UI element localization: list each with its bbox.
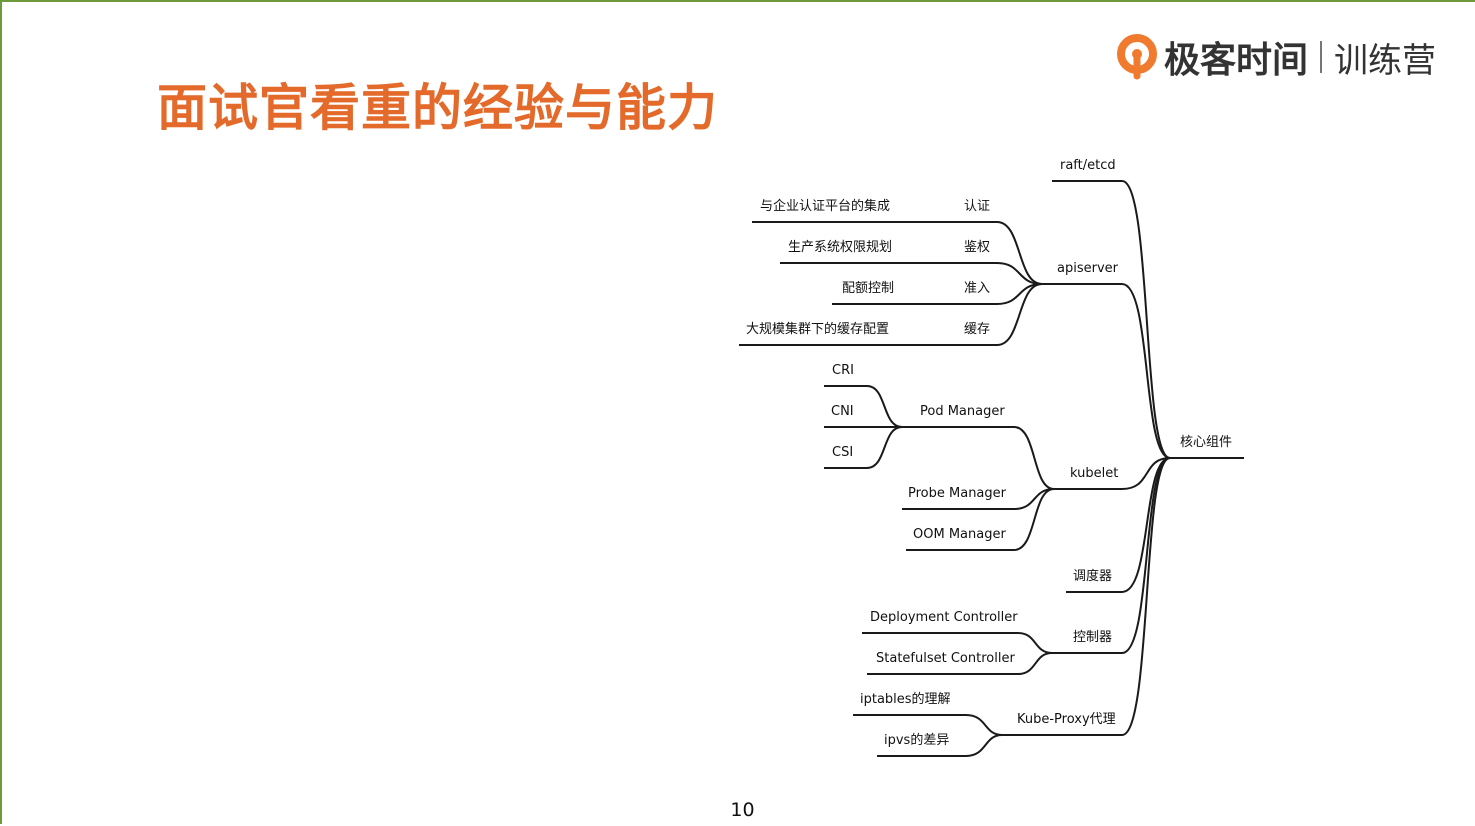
geektime-logo-icon <box>1117 34 1157 80</box>
pod-manager-cri: CRI <box>832 363 854 378</box>
apiserver-detail-authz: 生产系统权限规划 <box>788 239 892 255</box>
apiserver-detail-admission: 配额控制 <box>842 281 894 296</box>
apiserver-detail-auth: 与企业认证平台的集成 <box>760 198 890 214</box>
branch-label-raft-etcd: raft/etcd <box>1060 158 1116 173</box>
branch-scheduler: 调度器 <box>1066 568 1122 593</box>
root-connectors <box>1121 180 1171 736</box>
apiserver-detail-cache: 大规模集群下的缓存配置 <box>746 321 889 337</box>
root-label: 核心组件 <box>1180 435 1232 450</box>
branch-kubelet: kubelet Pod Manager CRI CNI CSI Probe Ma… <box>824 363 1122 551</box>
controller-item-deployment: Deployment Controller <box>870 610 1018 625</box>
logo-brand: 极客时间 <box>1164 40 1309 81</box>
branch-controller: 控制器 Deployment Controller Statefulset Co… <box>862 610 1122 675</box>
kube-proxy-item-ipvs: ipvs的差异 <box>884 732 949 748</box>
kubelet-item-pod-manager: Pod Manager <box>920 404 1005 419</box>
kubelet-item-oom-manager: OOM Manager <box>913 527 1006 542</box>
apiserver-item-admission: 准入 <box>964 281 990 296</box>
apiserver-item-auth: 认证 <box>964 199 990 214</box>
kubelet-item-probe-manager: Probe Manager <box>908 486 1007 501</box>
pod-manager-csi: CSI <box>832 445 853 460</box>
logo-subtitle: 训练营 <box>1334 40 1437 81</box>
apiserver-item-authz: 鉴权 <box>964 239 990 255</box>
branch-raft-etcd: raft/etcd <box>1052 158 1122 182</box>
branch-label-apiserver: apiserver <box>1057 261 1119 276</box>
branch-kube-proxy: Kube-Proxy代理 iptables的理解 ipvs的差异 <box>853 691 1122 757</box>
logo-separator <box>1320 41 1323 73</box>
branch-label-kubelet: kubelet <box>1070 466 1118 481</box>
branch-label-kube-proxy: Kube-Proxy代理 <box>1017 712 1116 727</box>
branch-label-scheduler: 调度器 <box>1073 568 1112 584</box>
branch-apiserver: apiserver 认证 与企业认证平台的集成 鉴权 生产系统权限规划 准入 配… <box>739 198 1122 346</box>
controller-item-statefulset: Statefulset Controller <box>876 651 1015 666</box>
page-number: 10 <box>730 799 755 821</box>
apiserver-item-cache: 缓存 <box>964 322 990 337</box>
logo: 极客时间 训练营 <box>1116 32 1436 82</box>
kube-proxy-item-iptables: iptables的理解 <box>860 691 951 707</box>
slide-title: 面试官看重的经验与能力 <box>157 79 718 137</box>
mindmap-root: 核心组件 <box>1170 435 1244 459</box>
branch-label-controller: 控制器 <box>1073 630 1112 645</box>
pod-manager-cni: CNI <box>831 404 854 419</box>
